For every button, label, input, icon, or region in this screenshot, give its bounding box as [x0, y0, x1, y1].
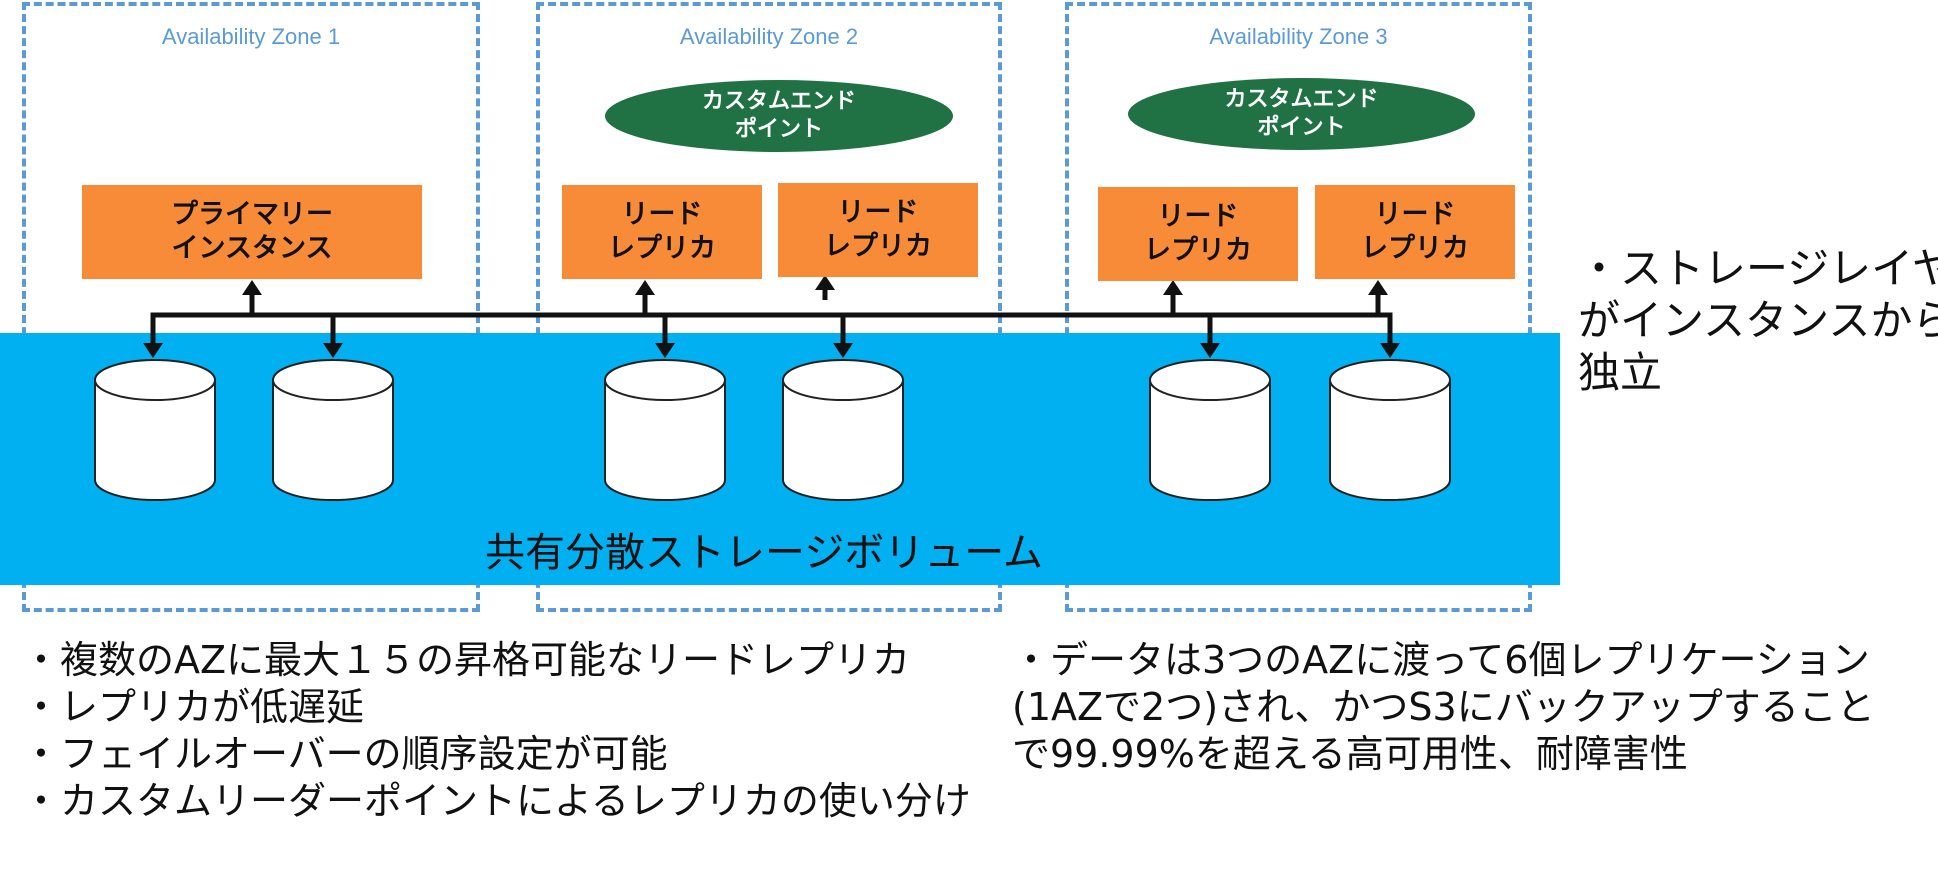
- disk-icon: [782, 359, 904, 501]
- disk-icon: [272, 359, 394, 501]
- note-line: ・レプリカが低遅延: [22, 685, 365, 729]
- disk-icon: [604, 359, 726, 501]
- disk-icon: [1149, 359, 1271, 501]
- availability-zone-2: Availability Zone 2: [536, 2, 1002, 612]
- availability-zone-1: Availability Zone 1: [22, 2, 480, 612]
- note-line: ・カスタムリーダーポイントによるレプリカの使い分け: [22, 779, 971, 823]
- zone-label: Availability Zone 2: [679, 24, 859, 49]
- availability-zone-3: Availability Zone 3: [1065, 2, 1532, 612]
- disk-icon: [94, 359, 216, 501]
- shared-storage-volume: [0, 333, 1560, 585]
- custom-endpoint: カスタムエンド ポイント: [1128, 78, 1475, 150]
- primary-instance: プライマリー インスタンス: [82, 185, 422, 279]
- read-replica: リード レプリカ: [778, 183, 978, 277]
- note-line: (1AZで2つ)され、かつS3にバックアップすること: [1012, 685, 1875, 729]
- note-line: ・フェイルオーバーの順序設定が可能: [22, 732, 668, 776]
- note-line: ・データは3つのAZに渡って6個レプリケーション: [1012, 638, 1870, 682]
- storage-label: 共有分散ストレージボリューム: [485, 530, 1043, 576]
- note-line: ・複数のAZに最大１５の昇格可能なリードレプリカ: [22, 638, 911, 682]
- zone-label: Availability Zone 3: [1209, 24, 1388, 49]
- custom-endpoint: カスタムエンド ポイント: [605, 80, 953, 152]
- note-line: 独立: [1578, 348, 1663, 397]
- note-line: で99.99%を超える高可用性、耐障害性: [1012, 732, 1688, 776]
- note-line: ・ストレージレイヤー: [1578, 244, 1938, 293]
- read-replica: リード レプリカ: [1098, 187, 1298, 281]
- durability-note: ・データは3つのAZに渡って6個レプリケーション (1AZで2つ)され、かつS3…: [1012, 637, 1875, 778]
- zone-label: Availability Zone 1: [161, 24, 341, 49]
- replica-features-note: ・複数のAZに最大１５の昇格可能なリードレプリカ ・レプリカが低遅延 ・フェイル…: [22, 637, 971, 825]
- read-replica: リード レプリカ: [1315, 185, 1515, 279]
- storage-layer-note: ・ストレージレイヤー がインスタンスから 独立: [1578, 243, 1938, 399]
- read-replica: リード レプリカ: [562, 185, 762, 279]
- note-line: がインスタンスから: [1578, 296, 1938, 345]
- disk-icon: [1329, 359, 1451, 501]
- connector-lines: [150, 287, 1393, 345]
- arrowheads: [143, 275, 1400, 358]
